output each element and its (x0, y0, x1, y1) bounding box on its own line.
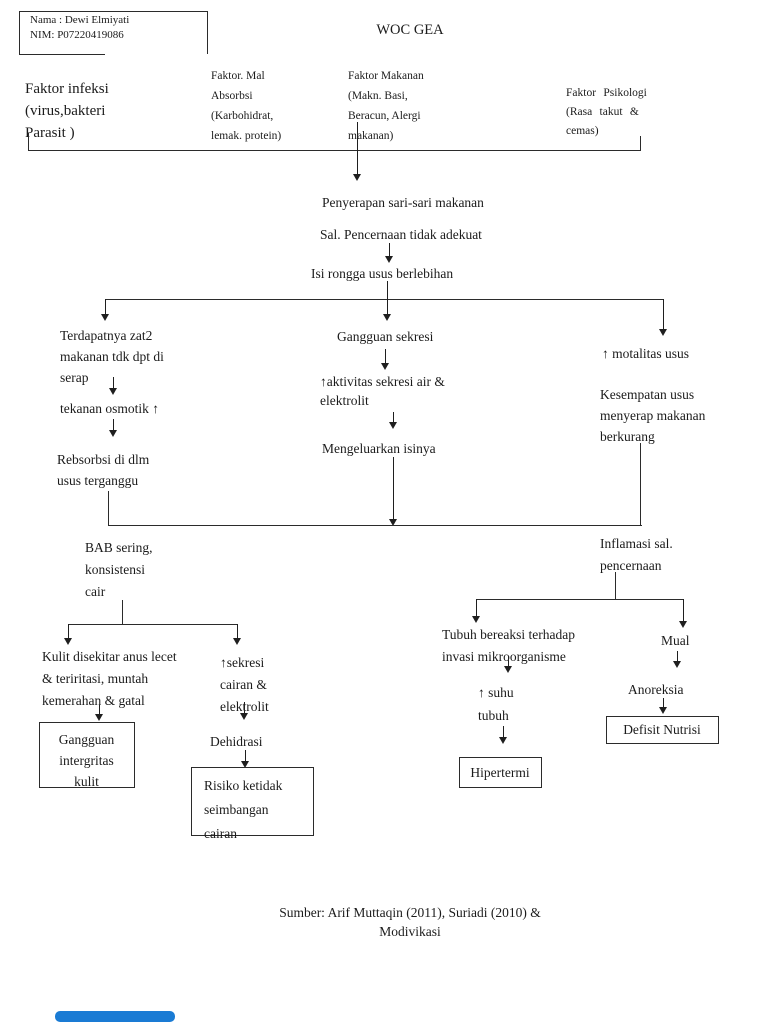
arrow-tekanan-to-rebsorbsi (107, 419, 120, 437)
arrow-dehidrasi-to-box (239, 750, 252, 768)
arrow-suhu-to-box (497, 726, 510, 744)
student-info-box (19, 11, 208, 54)
node-gangguan-integritas: Gangguan intergritas kulit (58, 732, 115, 789)
node-faktor-psikologi: Faktor Psikologi (Rasa takut & cemas) (566, 87, 647, 137)
student-info-box-bottom-edge (19, 54, 105, 56)
arrow-anoreksia-to-box (657, 698, 670, 714)
arrow-inflamasi-left (470, 599, 483, 623)
connector-infeksi-down (28, 133, 30, 151)
node-hipertermi: Hipertermi (470, 765, 530, 780)
node-inflamasi: Inflamasi sal. pencernaan (600, 536, 673, 573)
arrow-mengeluarkan-down (387, 457, 400, 526)
arrow-sekresi-to-dehidrasi (238, 702, 251, 720)
connector-split-horizontal (105, 299, 664, 301)
arrow-split-center (381, 281, 394, 321)
arrow-split-right (657, 299, 670, 336)
box-risiko: Risiko ketidak seimbangan cairan (191, 767, 314, 841)
arrow-bab-right (231, 624, 244, 645)
page-progress-bar (55, 1011, 175, 1022)
node-faktor-makanan: Faktor Makanan (Makn. Basi, Beracun, Ale… (348, 70, 424, 142)
connector-kesempatan-down (640, 443, 642, 526)
arrow-bab-left (62, 624, 75, 645)
node-isi-rongga: Isi rongga usus berlebihan (311, 266, 454, 281)
connector-rebsorbsi-down (108, 491, 110, 526)
connector-psikologi-down (640, 136, 642, 151)
node-tubuh-bereaksi: Tubuh bereaksi terhadap invasi mikroorga… (442, 627, 575, 664)
page-title: WOC GEA (376, 22, 444, 38)
node-defisit-nutrisi: Defisit Nutrisi (623, 722, 701, 737)
node-aktivitas-sekresi: ↑aktivitas sekresi air & elektrolit (320, 374, 445, 408)
arrow-inflamasi-right (677, 599, 690, 628)
arrow-kulit-to-box (93, 705, 106, 721)
node-mengeluarkan: Mengeluarkan isinya (322, 441, 436, 456)
arrow-aktivitas-to-mengeluarkan (387, 412, 400, 429)
node-faktor-mal-absorbsi: Faktor. Mal Absorbsi (Karbohidrat, lemak… (211, 70, 282, 142)
node-gangguan-sekresi: Gangguan sekresi (337, 329, 434, 344)
connector-lower-horizontal (108, 525, 642, 527)
arrow-split-left (99, 299, 112, 321)
node-bab-sering: BAB sering, konsistensi cair (85, 540, 153, 599)
node-faktor-infeksi: Faktor infeksi (virus,bakteri Parasit ) (25, 81, 109, 141)
node-risiko: Risiko ketidak seimbangan cairan (204, 778, 283, 841)
arrow-to-isi-rongga (383, 243, 396, 263)
node-kesempatan: Kesempatan usus menyerap makanan berkura… (600, 387, 706, 444)
box-defisit-nutrisi: Defisit Nutrisi (606, 716, 719, 744)
node-sekresi-cairan: ↑sekresi cairan & elektrolit (220, 655, 269, 714)
connector-bab-down (122, 600, 124, 625)
arrow-terdapatnya-to-tekanan (107, 377, 120, 395)
node-terdapatnya: Terdapatnya zat2 makanan tdk dpt di sera… (60, 328, 164, 385)
student-nim: NIM: P07220419086 (30, 29, 124, 41)
node-motalitas: ↑ motalitas usus (602, 346, 689, 361)
node-rebsorbsi: Rebsorbsi di dlm usus terganggu (57, 452, 150, 488)
arrow-tubuh-to-suhu (502, 656, 515, 673)
node-dehidrasi: Dehidrasi (210, 734, 263, 749)
node-penyerapan: Penyerapan sari-sari makanan (322, 195, 484, 210)
node-tekanan-osmotik: tekanan osmotik ↑ (60, 401, 159, 416)
node-anoreksia: Anoreksia (628, 682, 684, 697)
node-mual: Mual (661, 633, 690, 648)
connector-inflamasi-down (615, 572, 617, 600)
node-suhu-tubuh: ↑ suhu tubuh (478, 685, 514, 723)
arrow-mual-to-anoreksia (671, 651, 684, 668)
connector-factors-horizontal (28, 150, 641, 152)
node-kulit: Kulit disekitar anus lecet & teriritasi,… (42, 649, 177, 708)
student-name: Nama : Dewi Elmiyati (30, 14, 130, 26)
arrow-sekresi-to-aktivitas (379, 349, 392, 370)
connector-bab-split (68, 624, 238, 626)
box-gangguan-integritas: Gangguan intergritas kulit (39, 722, 135, 789)
node-sal-pencernaan: Sal. Pencernaan tidak adekuat (320, 227, 482, 242)
box-hipertermi: Hipertermi (459, 757, 542, 788)
arrow-factors-to-penyerapan (351, 122, 364, 181)
source-citation: Sumber: Arif Muttaqin (2011), Suriadi (2… (279, 905, 541, 939)
connector-inflamasi-split (476, 599, 684, 601)
